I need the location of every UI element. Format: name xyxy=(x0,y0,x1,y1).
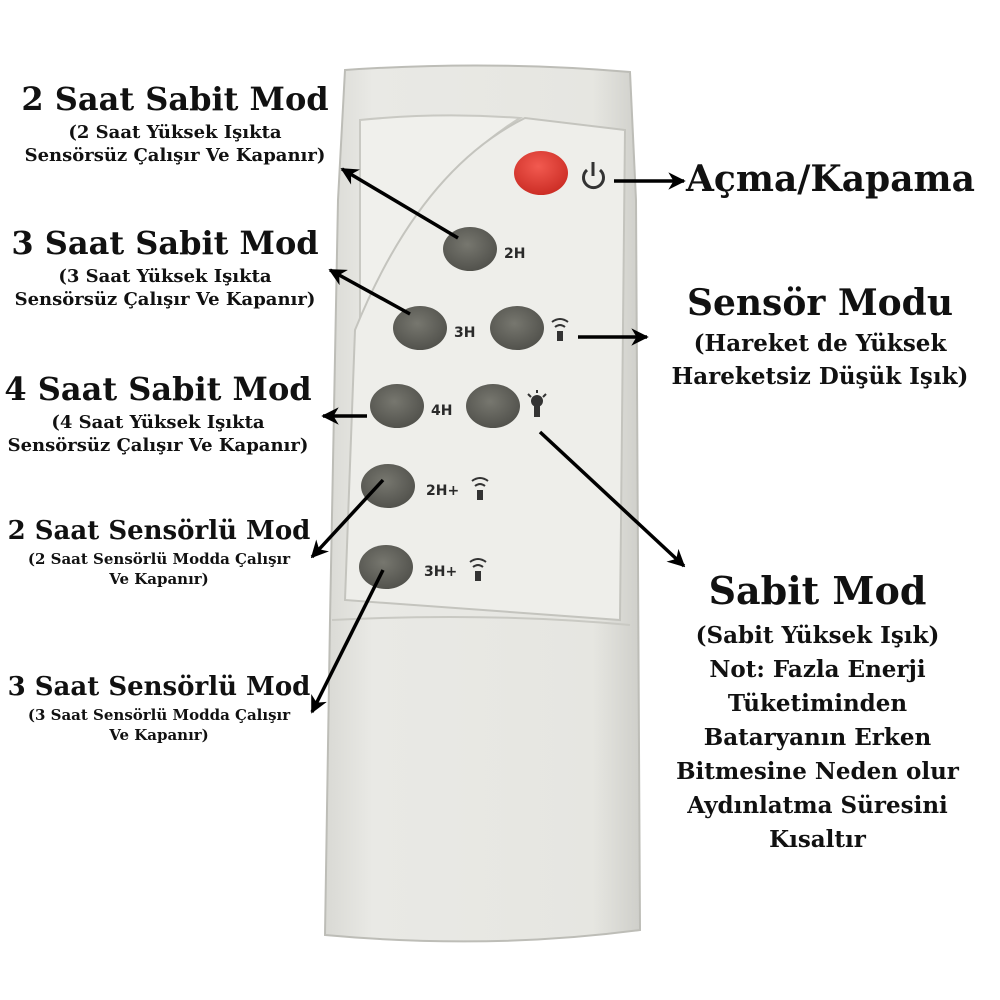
label-fixed-mode-line1: (Sabit Yüksek Işık) xyxy=(695,622,940,649)
label-sensor-mode: Sensör Modu (Hareket de Yüksek Hareketsi… xyxy=(650,282,990,390)
label-fixed-mode-line3: Tüketiminden xyxy=(727,690,908,717)
label-2h-sensor-line2: Ve Kapanır) xyxy=(109,570,209,588)
label-3h-fixed-line2: Sensörsüz Çalışır Ve Kapanır) xyxy=(14,289,316,310)
label-fixed-mode-line2: Not: Fazla Enerji xyxy=(709,656,926,683)
label-2h-sensor-line1: (2 Saat Sensörlü Modda Çalışır xyxy=(27,550,291,568)
arrow-2h-sensor xyxy=(310,478,385,559)
label-3h-fixed-title: 3 Saat Sabit Mod xyxy=(11,224,319,262)
button-sensor-mode[interactable] xyxy=(490,306,544,350)
label-3h-fixed: 3 Saat Sabit Mod (3 Saat Yüksek Işıkta S… xyxy=(0,224,335,310)
power-icon xyxy=(582,162,605,190)
label-fixed-mode-line4: Bataryanın Erken xyxy=(703,724,932,751)
label-4h-fixed-title: 4 Saat Sabit Mod xyxy=(4,370,312,408)
label-sensor-mode-line1: (Hareket de Yüksek xyxy=(693,330,947,357)
label-fixed-mode-line7: Kısaltır xyxy=(769,826,866,853)
button-4h-label: 4H xyxy=(431,403,452,419)
arrow-3h-sensor xyxy=(310,569,385,714)
label-sensor-mode-line2: Hareketsiz Düşük Işık) xyxy=(671,363,969,390)
label-fixed-mode-line6: Aydınlatma Süresini xyxy=(687,792,948,819)
button-2h-label: 2H xyxy=(504,246,525,262)
power-button[interactable] xyxy=(514,151,568,195)
label-3h-sensor-title: 3 Saat Sensörlü Mod xyxy=(7,672,311,702)
label-4h-fixed-line2: Sensörsüz Çalışır Ve Kapanır) xyxy=(7,435,309,456)
arrow-fixed xyxy=(538,430,686,568)
arrow-3h xyxy=(328,268,411,316)
label-4h-fixed-line1: (4 Saat Yüksek Işıkta xyxy=(51,412,265,433)
label-fixed-mode-title: Sabit Mod xyxy=(708,568,927,613)
label-2h-sensor-title: 2 Saat Sensörlü Mod xyxy=(7,516,311,546)
label-2h-sensor: 2 Saat Sensörlü Mod (2 Saat Sensörlü Mod… xyxy=(0,516,318,588)
label-fixed-mode: Sabit Mod (Sabit Yüksek Işık) Not: Fazla… xyxy=(650,568,985,857)
button-2h-sensor-label: 2H+ xyxy=(426,483,459,499)
remote-curve-groove xyxy=(343,116,627,622)
label-2h-fixed-line1: (2 Saat Yüksek Işıkta xyxy=(68,122,282,143)
button-3h[interactable] xyxy=(393,306,447,350)
button-2h-sensor[interactable] xyxy=(361,464,415,508)
sensor-wave-icon xyxy=(471,477,489,500)
label-3h-sensor-line2: Ve Kapanır) xyxy=(109,726,209,744)
label-fixed-mode-line5: Bitmesine Neden olur xyxy=(676,758,959,785)
button-3h-label: 3H xyxy=(454,325,475,341)
label-2h-fixed-title: 2 Saat Sabit Mod xyxy=(21,80,329,118)
label-2h-fixed: 2 Saat Sabit Mod (2 Saat Yüksek Işıkta S… xyxy=(5,80,345,166)
label-3h-fixed-line1: (3 Saat Yüksek Işıkta xyxy=(58,266,272,287)
button-3h-sensor[interactable] xyxy=(359,545,413,589)
button-3h-sensor-label: 3H+ xyxy=(424,564,457,580)
button-fixed-mode[interactable] xyxy=(466,384,520,428)
label-power-title: Açma/Kapama xyxy=(686,158,975,200)
arrow-2h xyxy=(340,167,459,240)
sensor-wave-icon xyxy=(469,558,487,581)
label-3h-sensor: 3 Saat Sensörlü Mod (3 Saat Sensörlü Mod… xyxy=(0,672,318,744)
label-2h-fixed-line2: Sensörsüz Çalışır Ve Kapanır) xyxy=(24,145,326,166)
remote-separator xyxy=(331,615,631,626)
button-4h[interactable] xyxy=(370,384,424,428)
bulb-icon xyxy=(527,390,547,417)
label-3h-sensor-line1: (3 Saat Sensörlü Modda Çalışır xyxy=(27,706,291,724)
label-sensor-mode-title: Sensör Modu xyxy=(686,282,954,324)
sensor-wave-icon xyxy=(551,318,569,341)
label-power: Açma/Kapama xyxy=(686,158,1000,200)
label-4h-fixed: 4 Saat Sabit Mod (4 Saat Yüksek Işıkta S… xyxy=(0,370,328,456)
